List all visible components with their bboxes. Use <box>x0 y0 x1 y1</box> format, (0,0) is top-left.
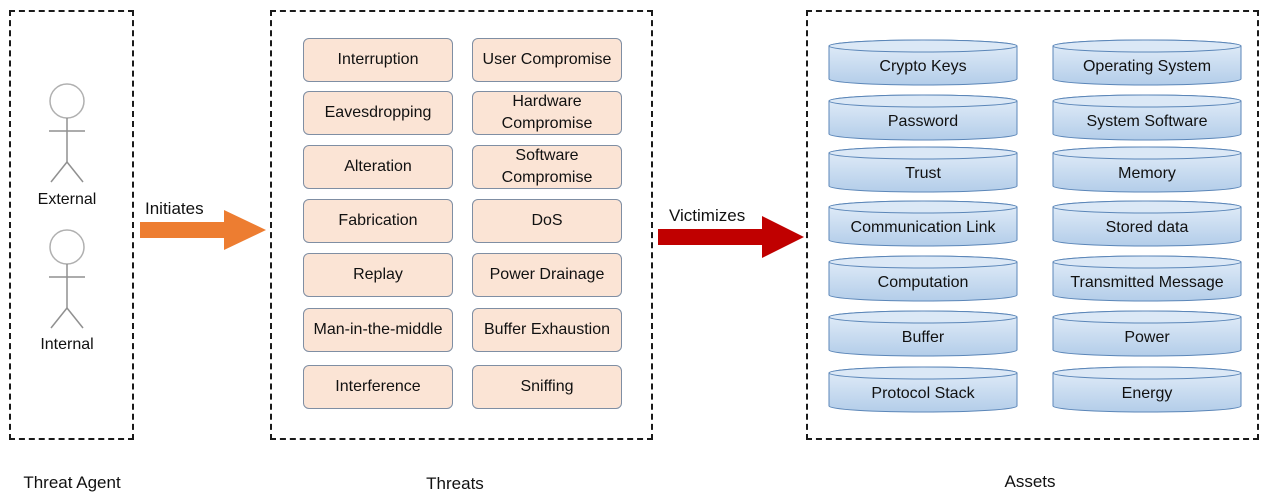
asset-label: Computation <box>877 274 969 291</box>
asset-label: Memory <box>1118 165 1176 182</box>
threat-man-in-the-middle: Man-in-the-middle <box>303 308 453 352</box>
threat-user-compromise: User Compromise <box>472 38 622 82</box>
asset-crypto-keys: Crypto Keys <box>828 39 1018 87</box>
threat-hardware-compromise: Hardware Compromise <box>472 91 622 135</box>
asset-label: Buffer <box>901 329 945 346</box>
asset-trust: Trust <box>828 146 1018 194</box>
victimizes-arrow-icon <box>658 216 804 258</box>
actor-label-internal: Internal <box>40 336 94 353</box>
threat-dos: DoS <box>472 199 622 243</box>
stick-figure-icon <box>49 83 85 183</box>
asset-label: Power <box>1124 329 1170 346</box>
asset-system-software: System Software <box>1052 94 1242 142</box>
asset-communication-link: Communication Link <box>828 200 1018 248</box>
threat-replay: Replay <box>303 253 453 297</box>
asset-label: Transmitted Message <box>1070 274 1224 291</box>
threats-panel <box>270 10 653 440</box>
asset-password: Password <box>828 94 1018 142</box>
asset-label: Protocol Stack <box>871 385 975 402</box>
initiates-label: Initiates <box>145 199 204 218</box>
threat-alteration: Alteration <box>303 145 453 189</box>
threat-agent-panel <box>9 10 134 440</box>
initiates-arrow-icon <box>140 210 266 250</box>
threats-caption: Threats <box>426 474 484 493</box>
threat-interruption: Interruption <box>303 38 453 82</box>
asset-operating-system: Operating System <box>1052 39 1242 87</box>
threat-power-drainage: Power Drainage <box>472 253 622 297</box>
actor-label-external: External <box>37 191 97 208</box>
asset-label: Crypto Keys <box>879 58 967 75</box>
threat-software-compromise: Software Compromise <box>472 145 622 189</box>
assets-panel <box>806 10 1259 440</box>
asset-label: Trust <box>905 165 941 182</box>
threat-agent-caption: Threat Agent <box>23 473 121 492</box>
asset-transmitted-message: Transmitted Message <box>1052 255 1242 303</box>
asset-label: Password <box>887 113 959 130</box>
threat-eavesdropping: Eavesdropping <box>303 91 453 135</box>
asset-label: Stored data <box>1105 219 1189 236</box>
threat-sniffing: Sniffing <box>472 365 622 409</box>
asset-protocol-stack: Protocol Stack <box>828 366 1018 414</box>
asset-label: Energy <box>1121 385 1173 402</box>
threat-interference: Interference <box>303 365 453 409</box>
asset-power: Power <box>1052 310 1242 358</box>
asset-computation: Computation <box>828 255 1018 303</box>
stick-figure-icon <box>49 229 85 329</box>
asset-label: Communication Link <box>850 219 996 236</box>
threat-buffer-exhaustion: Buffer Exhaustion <box>472 308 622 352</box>
assets-caption: Assets <box>1004 472 1056 491</box>
threat-fabrication: Fabrication <box>303 199 453 243</box>
asset-buffer: Buffer <box>828 310 1018 358</box>
asset-memory: Memory <box>1052 146 1242 194</box>
asset-label: System Software <box>1086 113 1208 130</box>
asset-stored-data: Stored data <box>1052 200 1242 248</box>
asset-energy: Energy <box>1052 366 1242 414</box>
victimizes-label: Victimizes <box>669 206 746 225</box>
asset-label: Operating System <box>1082 58 1212 75</box>
